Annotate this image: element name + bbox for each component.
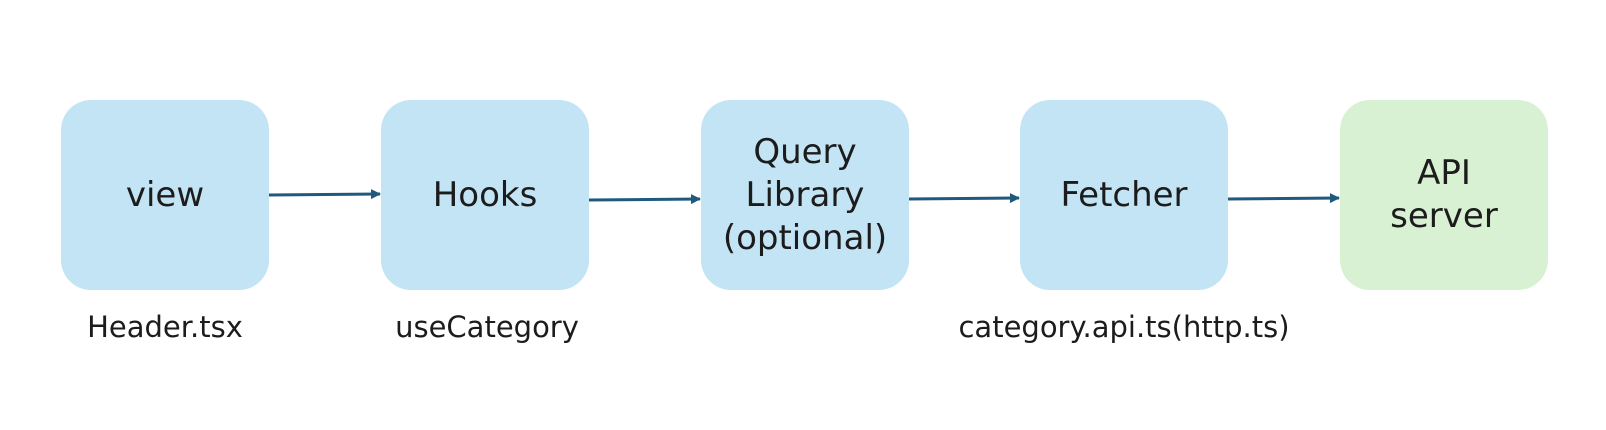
node-fetcher-label: Fetcher — [1060, 174, 1188, 215]
arrow-hooks-to-query-library — [588, 194, 701, 205]
node-api-server-label: API server — [1390, 153, 1498, 236]
node-view-label: view — [125, 174, 205, 215]
node-query-library: Query Library (optional) — [701, 100, 909, 290]
node-query-library-label: Query Library (optional) — [722, 131, 888, 258]
node-api-server: API server — [1340, 100, 1548, 290]
node-hooks-label: Hooks — [432, 174, 538, 215]
caption-use-category: useCategory — [395, 310, 579, 344]
node-fetcher: Fetcher — [1020, 100, 1228, 290]
caption-category-api: category.api.ts(http.ts) — [958, 310, 1290, 344]
node-view: view — [61, 100, 269, 290]
node-hooks: Hooks — [381, 100, 589, 290]
caption-header-tsx: Header.tsx — [87, 310, 243, 344]
arrow-fetcher-to-api-server — [1227, 193, 1340, 204]
arrow-view-to-hooks — [268, 189, 381, 200]
arrow-query-library-to-fetcher — [908, 193, 1020, 204]
